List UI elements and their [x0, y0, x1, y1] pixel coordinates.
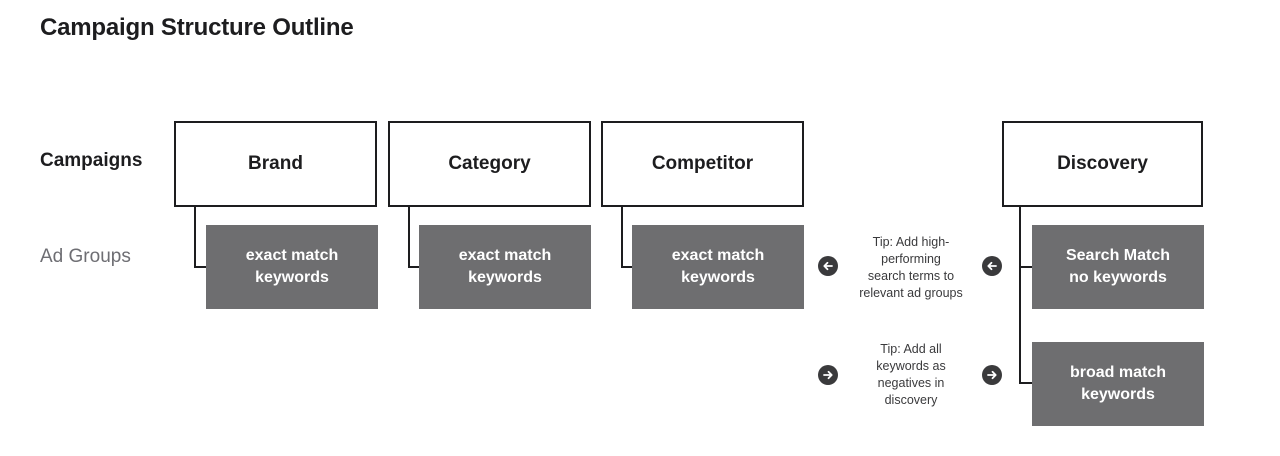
adgroup-brand-exact: exact match keywords: [206, 225, 378, 309]
tip-negatives: Tip: Add all keywords as negatives in di…: [846, 341, 976, 409]
tip-1-line-2: performing: [881, 251, 941, 266]
connector-discovery-broad-match: [1019, 382, 1034, 384]
campaign-brand: Brand: [174, 121, 377, 207]
row-label-ad-groups: Ad Groups: [40, 246, 131, 267]
adgroup-search-match-line-1: Search Match: [1065, 247, 1171, 265]
tip-search-terms: Tip: Add high- performing search terms t…: [842, 234, 980, 302]
adgroup-competitor-exact: exact match keywords: [632, 225, 804, 309]
tip-2-line-4: discovery: [884, 392, 938, 407]
tip-2-line-1: Tip: Add all: [880, 342, 942, 356]
adgroup-broad-match-line-2: keywords: [1081, 386, 1155, 403]
connector-competitor: [621, 207, 635, 268]
adgroup-brand-line-1: exact match: [245, 247, 339, 265]
tip-2-line-3: negatives in: [877, 375, 945, 390]
adgroup-category-exact: exact match keywords: [419, 225, 591, 309]
arrow-left-icon: [982, 256, 1002, 276]
page-title: Campaign Structure Outline: [40, 14, 354, 41]
adgroup-broad-match-line-1: broad match: [1069, 364, 1166, 382]
connector-category: [408, 207, 422, 268]
connector-discovery-trunk: [1019, 267, 1021, 384]
tip-1-line-1: Tip: Add high-: [872, 235, 950, 249]
tip-1-line-4: relevant ad groups: [859, 285, 963, 300]
tip-1-line-3: search terms to: [867, 268, 955, 283]
arrow-left-icon: [818, 256, 838, 276]
campaign-discovery-label: Discovery: [1057, 153, 1148, 174]
campaign-discovery: Discovery: [1002, 121, 1203, 207]
campaign-competitor: Competitor: [601, 121, 804, 207]
arrow-right-icon: [818, 365, 838, 385]
adgroup-competitor-line-1: exact match: [671, 247, 765, 265]
adgroup-category-line-1: exact match: [458, 247, 552, 265]
adgroup-search-match-line-2: no keywords: [1069, 269, 1167, 286]
campaign-category-label: Category: [448, 153, 531, 174]
campaign-competitor-label: Competitor: [651, 153, 754, 174]
adgroup-brand-line-2: keywords: [255, 269, 329, 286]
campaign-category: Category: [388, 121, 591, 207]
connector-brand: [194, 207, 208, 268]
row-label-campaigns: Campaigns: [40, 150, 143, 171]
adgroup-competitor-line-2: keywords: [681, 269, 755, 286]
adgroup-category-line-2: keywords: [468, 269, 542, 286]
adgroup-discovery-broad-match: broad match keywords: [1032, 342, 1204, 426]
arrow-right-icon: [982, 365, 1002, 385]
campaign-brand-label: Brand: [248, 153, 303, 174]
connector-discovery-search-match: [1019, 207, 1034, 268]
adgroup-discovery-search-match: Search Match no keywords: [1032, 225, 1204, 309]
tip-2-line-2: keywords as: [876, 358, 946, 373]
